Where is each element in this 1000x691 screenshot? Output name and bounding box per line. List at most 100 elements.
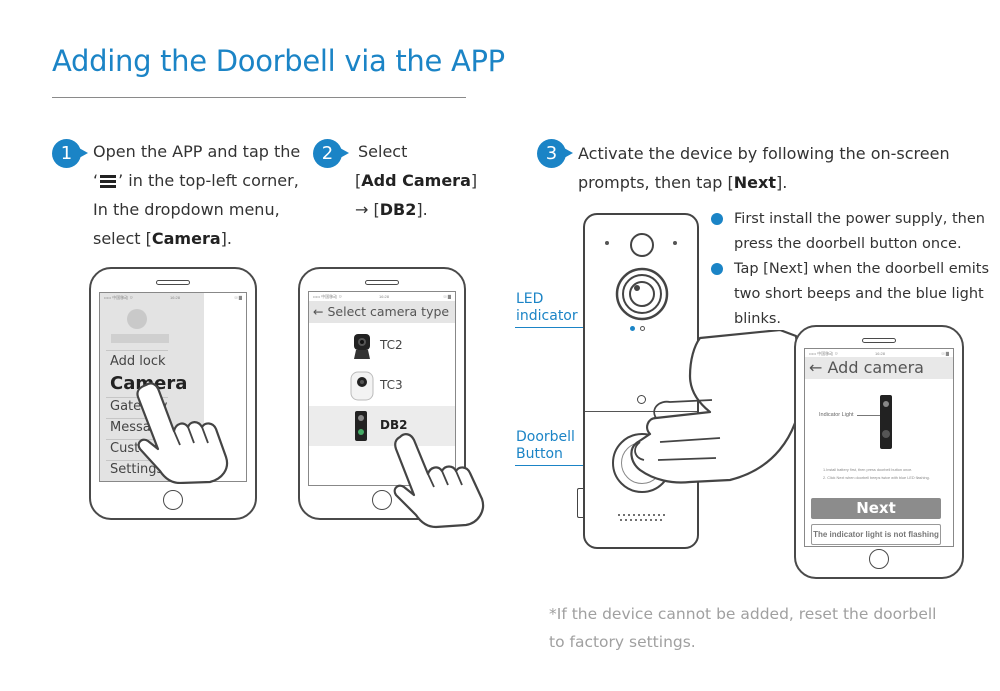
step-2-text: Select [Add Camera] → [DB2]. [355, 137, 485, 224]
status-battery: ☉ ▇ [234, 295, 242, 300]
button-callout-line-2: Button [516, 446, 563, 462]
camera-lens-icon [615, 267, 669, 321]
led-callout-leader [515, 327, 631, 328]
status-bar: ••••• 中国移动 ☉16:28☉ ▇ [805, 349, 953, 359]
indicator-light-label: Indicator Light [819, 412, 854, 418]
step-1-text: Open the APP and tap the ‘’ in the top-l… [93, 137, 323, 253]
status-time: 16:28 [170, 295, 181, 300]
hamburger-menu-icon [100, 175, 117, 188]
menu-item-settings[interactable]: Settings [110, 462, 164, 477]
step-3-line-2: prompts, then tap [Next]. [578, 168, 978, 197]
list-item-label: DB2 [380, 418, 408, 432]
back-arrow-icon[interactable]: ← [809, 358, 823, 377]
step-2-db2-bold: DB2 [379, 200, 417, 219]
menu-divider [106, 350, 168, 351]
phone-mockup-2: ••••• 中国移动 ☉ 16:28 ☉ ▇ ← Select camera typ… [298, 267, 485, 529]
status-time: 16:28 [379, 294, 390, 299]
screen-header-title: Select camera type [327, 304, 450, 319]
screen-header: ← Select camera type [309, 301, 455, 323]
pir-sensor [630, 233, 654, 257]
reset-note-line-2: to factory settings. [549, 633, 696, 651]
sensor-dot-right [673, 241, 677, 245]
step-2-line-2-post: ] [470, 171, 478, 190]
db2-doorbell-icon [880, 395, 892, 449]
doorbell-button-callout: Doorbell Button [516, 429, 575, 463]
step-3-line-1: Activate the device by following the on-… [578, 144, 950, 163]
bullet-2-line-3: blinks. [734, 311, 782, 327]
avatar [127, 309, 147, 329]
next-button[interactable]: Next [811, 498, 941, 519]
phone-speaker [365, 280, 399, 285]
bullet-2-line-2: two short beeps and the blue light [734, 286, 984, 302]
bullet-1-line-2: press the doorbell button once. [734, 236, 962, 252]
phone-home-button [163, 490, 183, 510]
screen-header-title: Add camera [827, 358, 924, 377]
phone-home-button [869, 549, 889, 569]
tc2-camera-icon [354, 334, 370, 359]
page-title: Adding the Doorbell via the APP [52, 44, 505, 78]
step-1-line-4-pre: select [ [93, 229, 152, 248]
doorbell-side-clip [577, 488, 583, 518]
led-indicator-callout: LED indicator [516, 291, 578, 325]
step-1-line-1: Open the APP and tap the [93, 142, 301, 161]
not-flashing-button[interactable]: The indicator light is not flashing [811, 524, 941, 545]
status-time: 16:28 [875, 351, 886, 356]
reset-note: *If the device cannot be added, reset th… [549, 600, 937, 656]
led-callout-line-2: indicator [516, 308, 578, 324]
list-item-label: TC3 [380, 378, 403, 392]
step-3-line-2-pre: prompts, then tap [ [578, 173, 734, 192]
camera-type-tc3[interactable]: TC3 [309, 366, 455, 406]
instruction-line-1: 1.Install battery first, then press door… [823, 468, 913, 472]
list-item-label: TC2 [380, 338, 403, 352]
step-3-line-2-post: ]. [775, 173, 788, 192]
bullet-item-2: Tap [Next] when the doorbell emits two s… [711, 257, 994, 332]
title-divider [52, 97, 466, 98]
menu-divider [106, 460, 168, 461]
camera-type-tc2[interactable]: TC2 [309, 326, 455, 366]
db2-doorbell-icon [355, 411, 367, 441]
phone-mockup-3: ••••• 中国移动 ☉16:28☉ ▇ ← Add camera Indica… [794, 325, 964, 579]
phone-speaker [156, 280, 190, 285]
phone-2-screen: ••••• 中国移动 ☉ 16:28 ☉ ▇ ← Select camera typ… [308, 291, 456, 486]
tapping-hand-icon [393, 433, 485, 529]
step-1-line-2: ‘’ in the top-left corner, [93, 166, 323, 195]
step-1-quote-open: ‘ [93, 171, 99, 190]
status-bar: ••••• 中国移动 ☉16:28☉ ▇ [100, 293, 246, 303]
step-1-badge: 1 [52, 139, 88, 168]
phone-3-screen: ••••• 中国移动 ☉16:28☉ ▇ ← Add camera Indica… [804, 348, 954, 547]
tapping-hand-icon [136, 382, 229, 484]
step-2-line-3: → [DB2]. [355, 195, 485, 224]
menu-divider [106, 397, 168, 398]
bullet-2-line-1: Tap [Next] when the doorbell emits [734, 261, 990, 277]
led-callout-line-1: LED [516, 291, 544, 307]
led-indicator-light [630, 326, 635, 331]
step-3-text: Activate the device by following the on-… [578, 139, 978, 197]
step-2-line-3-post: ]. [416, 200, 428, 219]
indicator-leader-line [857, 415, 881, 416]
bullet-dot-icon [711, 263, 723, 275]
phone-home-button [372, 490, 392, 510]
step-1-line-4: select [Camera]. [93, 224, 323, 253]
user-name-placeholder [111, 334, 169, 343]
menu-item-add-lock[interactable]: Add lock [110, 354, 166, 369]
status-battery: ☉ ▇ [941, 351, 949, 356]
screen-header: ← Add camera [805, 357, 953, 379]
phone-speaker [862, 338, 896, 343]
phone-mockup-1: ••••• 中国移动 ☉16:28☉ ▇ Add lock Camera Gat… [89, 267, 257, 520]
step-2-line-1: Select [358, 142, 408, 161]
step-3-badge: 3 [537, 139, 573, 168]
button-callout-line-1: Doorbell [516, 429, 575, 445]
doorbell-split-line [585, 411, 697, 412]
step-2-line-3-pre: → [ [355, 200, 380, 219]
step-2-badge: 2 [313, 139, 349, 168]
tc3-camera-icon [350, 371, 374, 401]
reset-note-line-1: *If the device cannot be added, reset th… [549, 605, 937, 623]
status-carrier: ••••• 中国移动 ☉ [313, 294, 343, 299]
step-1-line-3: In the dropdown menu, [93, 200, 280, 219]
pressing-hand-icon [630, 330, 804, 484]
camera-type-db2[interactable]: DB2 [309, 406, 455, 446]
step-2-line-2: [Add Camera] [355, 166, 485, 195]
back-arrow-icon[interactable]: ← [313, 304, 324, 319]
status-battery: ☉ ▇ [443, 294, 451, 299]
step-2-add-camera-bold: Add Camera [361, 171, 471, 190]
